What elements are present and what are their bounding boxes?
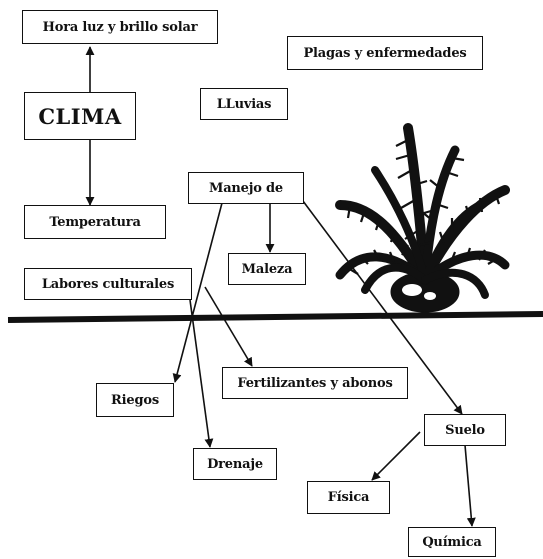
node-quimica: Química [408,527,496,557]
node-fertilizantes: Fertilizantes y abonos [222,367,408,399]
node-temperatura: Temperatura [24,205,166,239]
node-maleza: Maleza [228,253,306,285]
edge-suelo-quimica [464,444,476,527]
node-plagas: Plagas y enfermedades [287,36,483,70]
node-riegos: Riegos [96,383,174,417]
node-hora-luz: Hora luz y brillo solar [22,10,218,44]
palm-plant-icon [335,123,510,313]
ground-line [7,311,543,323]
node-lluvias: LLuvias [200,88,288,120]
edge-manejo-suelo [299,196,463,415]
node-clima: CLIMA [24,92,136,140]
edge-manejo-riegos [172,202,223,383]
node-fisica: Física [307,481,390,514]
node-manejo: Manejo de [188,172,304,204]
node-drenaje: Drenaje [193,448,277,480]
edge-suelo-fisica [371,431,421,481]
edge-manejo-fertilizantes [204,286,253,367]
node-labores: Labores culturales [24,268,192,300]
edge-manejo-drenaje [189,299,214,448]
node-suelo: Suelo [424,414,506,446]
